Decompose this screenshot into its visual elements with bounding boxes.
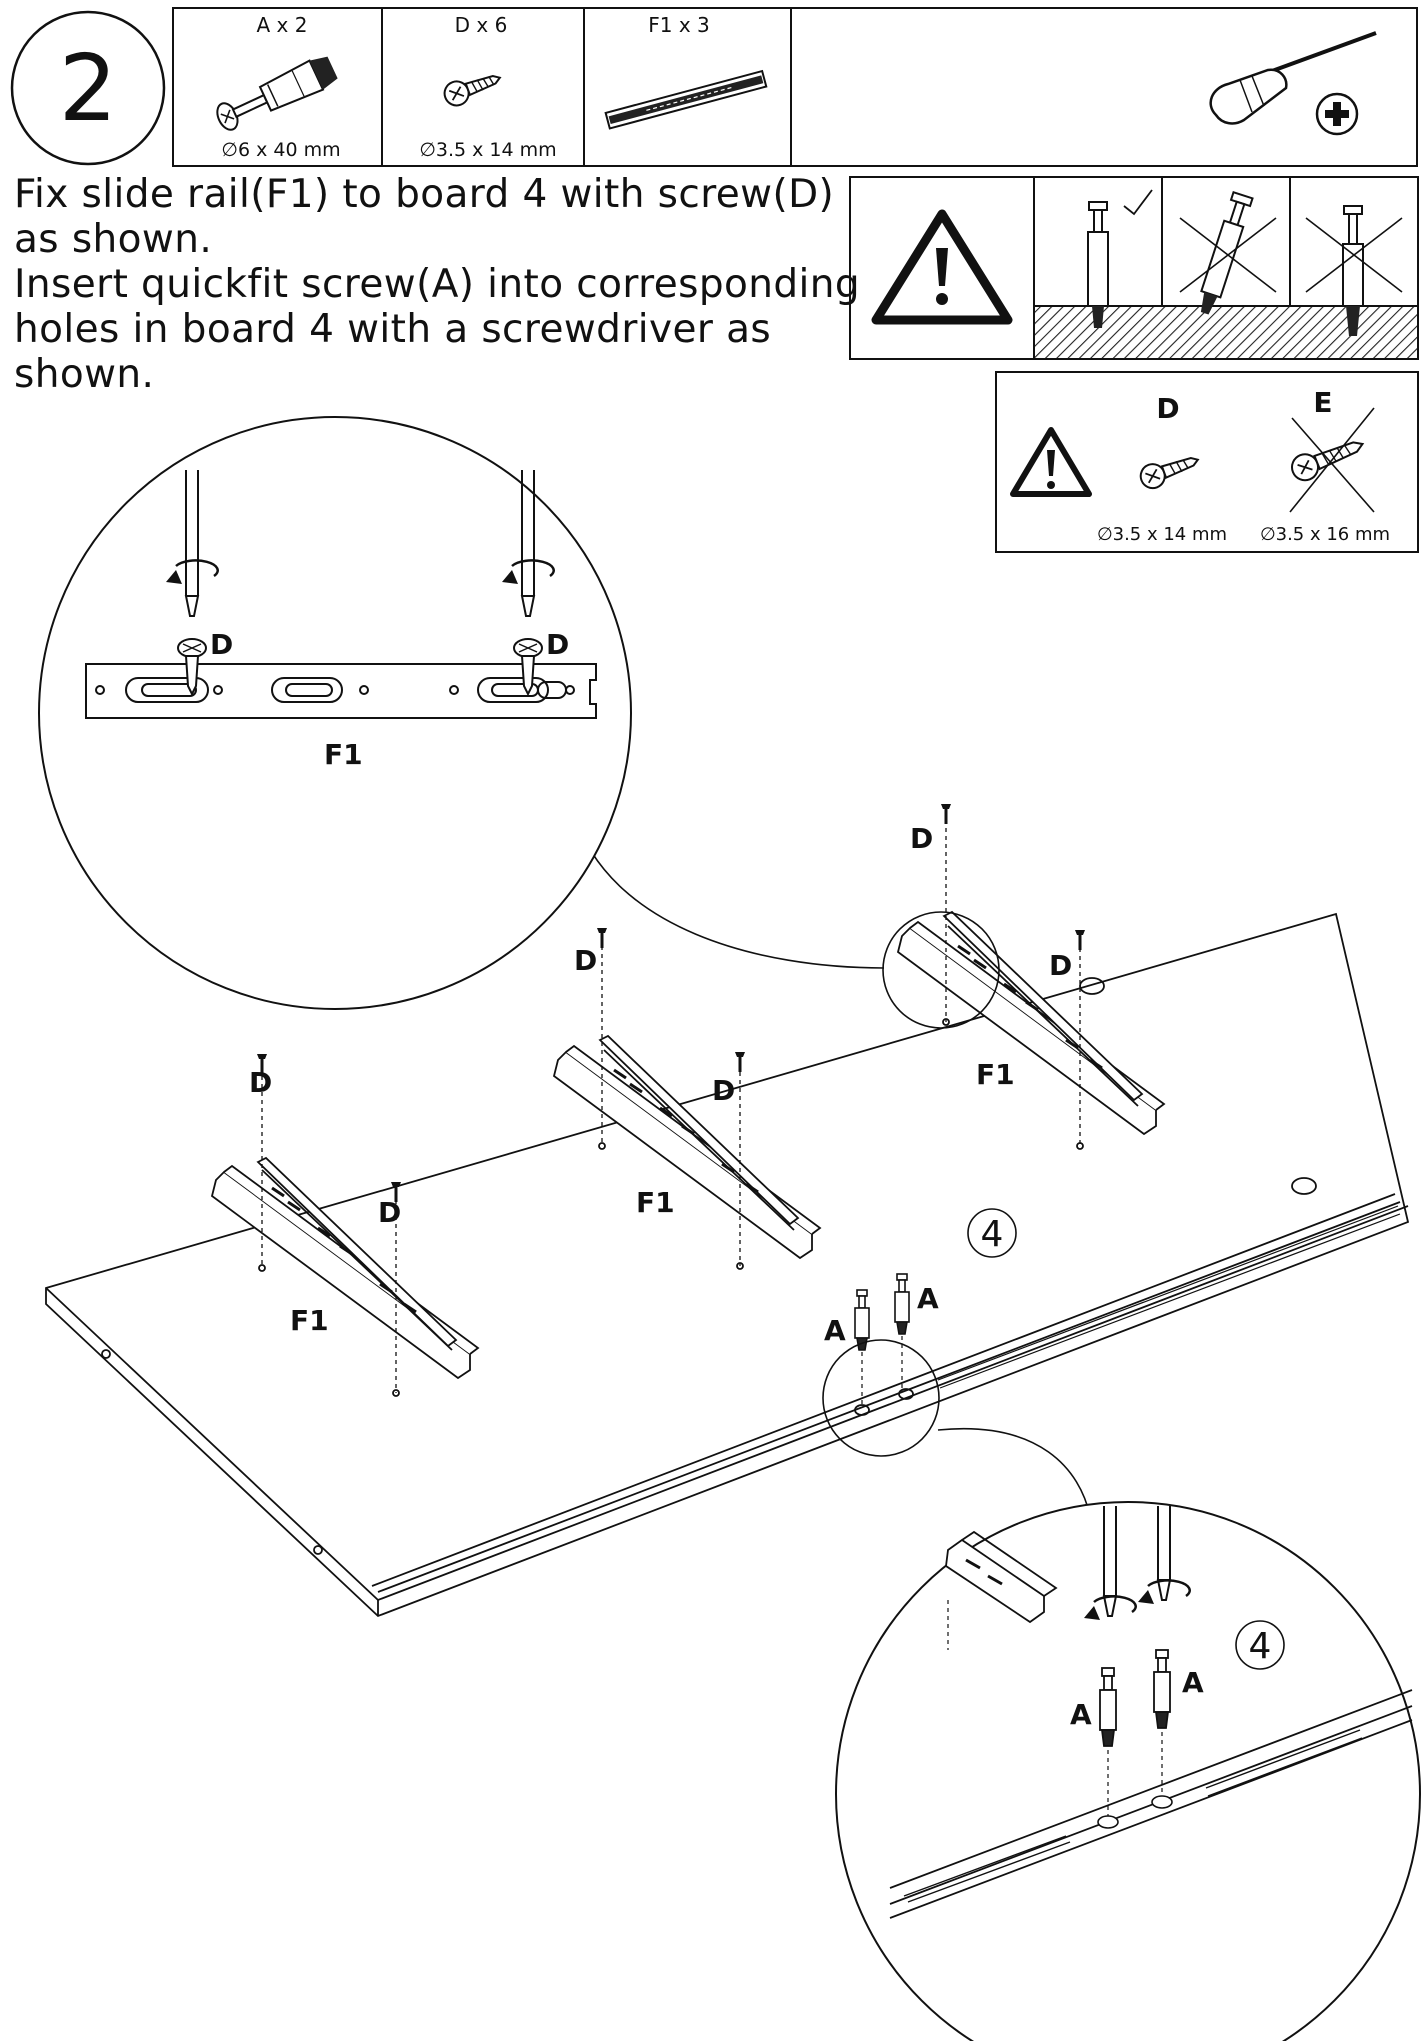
part-a-label: A x 2 bbox=[257, 13, 308, 37]
label-f1: F1 bbox=[976, 1058, 1015, 1091]
parts-list: A x 2 ∅6 x 40 mm D x 6 bbox=[172, 7, 1418, 167]
label-d: D bbox=[546, 628, 569, 661]
board-4 bbox=[45, 912, 1410, 1618]
label-a: A bbox=[917, 1282, 939, 1315]
phillips-screwdriver-icon bbox=[1209, 31, 1377, 136]
warning-depth-box bbox=[849, 176, 1419, 360]
instruction-line: Insert quickfit screw(A) into correspond… bbox=[14, 262, 861, 307]
check-icon bbox=[1123, 189, 1153, 216]
focus-circle-bottom bbox=[822, 1339, 940, 1457]
part-a-size: ∅6 x 40 mm bbox=[221, 139, 340, 161]
label-d: D bbox=[210, 628, 233, 661]
board-number: 4 bbox=[1249, 1626, 1272, 1667]
quickfit-screws-main bbox=[854, 1273, 910, 1406]
label-a: A bbox=[824, 1314, 846, 1347]
focus-circle-top bbox=[882, 911, 1000, 1029]
label-d: D bbox=[910, 822, 933, 855]
screw-d-label: D bbox=[1156, 392, 1179, 425]
depth-panel-correct bbox=[1087, 189, 1153, 328]
warning-icon bbox=[1010, 427, 1092, 497]
quickfit-screw-icon bbox=[216, 56, 338, 131]
screw-d-size: ∅3.5 x 14 mm bbox=[1097, 524, 1227, 545]
step-number: 2 bbox=[59, 35, 118, 142]
label-d: D bbox=[574, 944, 597, 977]
board-number-badge: 4 bbox=[1235, 1620, 1285, 1670]
part-d-label: D x 6 bbox=[455, 13, 508, 37]
wood-screw-icon bbox=[1139, 456, 1200, 490]
instruction-line: Fix slide rail(F1) to board 4 with screw… bbox=[14, 172, 835, 217]
label-d: D bbox=[1049, 949, 1072, 982]
instructions: Fix slide rail(F1) to board 4 with screw… bbox=[14, 172, 861, 397]
label-d: D bbox=[249, 1066, 272, 1099]
depth-panel-wrong bbox=[1179, 190, 1277, 315]
depth-panel-wrong bbox=[1305, 205, 1403, 336]
label-f1: F1 bbox=[324, 738, 363, 771]
label-f1: F1 bbox=[636, 1186, 675, 1219]
instruction-line: holes in board 4 with a screwdriver as bbox=[14, 307, 772, 352]
screw-e-size: ∅3.5 x 16 mm bbox=[1260, 524, 1390, 545]
step-number-badge: 2 bbox=[10, 10, 166, 166]
part-d-size: ∅3.5 x 14 mm bbox=[419, 139, 556, 161]
slide-rail-f1-left bbox=[210, 1068, 480, 1393]
detail-top: D D F1 bbox=[38, 416, 632, 1010]
label-a: A bbox=[1182, 1666, 1204, 1699]
instruction-line: as shown. bbox=[14, 217, 213, 262]
instruction-line: shown. bbox=[14, 352, 155, 397]
label-d: D bbox=[378, 1196, 401, 1229]
warning-icon bbox=[871, 209, 1013, 325]
main-labels: D D D D D D F1 F1 F1 4 bbox=[249, 822, 1072, 1337]
wood-screw-icon bbox=[443, 74, 502, 107]
part-d: D x 6 ∅3.5 x 14 mm bbox=[419, 13, 556, 161]
wood-screw-icon bbox=[1291, 441, 1365, 482]
board-number-badge: 4 bbox=[967, 1208, 1017, 1258]
label-a: A bbox=[1070, 1698, 1092, 1731]
label-f1: F1 bbox=[290, 1304, 329, 1337]
detail-bottom: A A 4 bbox=[835, 1501, 1421, 2041]
slide-rail-icon bbox=[604, 69, 768, 130]
part-a: A x 2 ∅6 x 40 mm bbox=[216, 13, 341, 161]
board-number: 4 bbox=[981, 1214, 1004, 1255]
warning-screw-box: D ∅3.5 x 14 mm E ∅3.5 x 16 mm bbox=[995, 371, 1419, 553]
label-d: D bbox=[712, 1074, 735, 1107]
part-f1: F1 x 3 bbox=[604, 13, 768, 130]
screw-e-label: E bbox=[1313, 386, 1332, 419]
slide-rail-f1-middle bbox=[552, 930, 822, 1266]
part-f1-label: F1 x 3 bbox=[648, 13, 710, 37]
cross-icon bbox=[1291, 417, 1375, 513]
slide-rail-f1-right bbox=[896, 812, 1166, 1146]
